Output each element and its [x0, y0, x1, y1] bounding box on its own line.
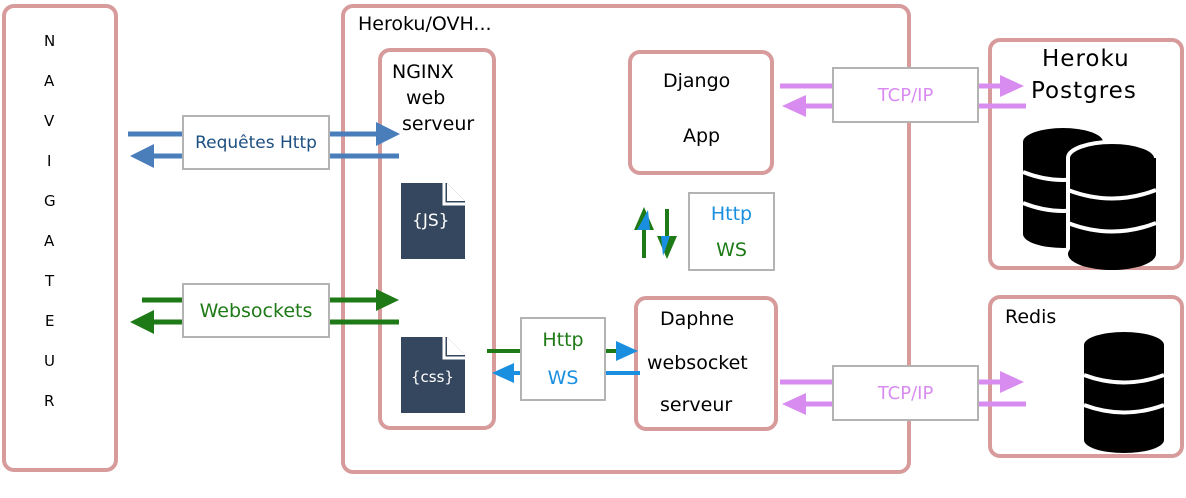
nginx-web: web	[406, 87, 446, 109]
daphne-title: Daphne	[660, 308, 735, 330]
css-file-icon: {css}	[401, 337, 465, 413]
nav-letter: A	[44, 72, 55, 90]
websockets-text: Websockets	[199, 299, 313, 322]
django-box	[628, 50, 774, 175]
nav-letter: R	[44, 392, 55, 410]
django-daphne-protocol-label: Http WS	[688, 192, 775, 271]
host-title: Heroku/OVH...	[358, 13, 492, 35]
nginx-serveur: serveur	[402, 113, 475, 135]
tcp-ip-top-label: TCP/IP	[832, 67, 979, 123]
css-file-label: {css}	[411, 368, 454, 386]
nav-letter: N	[44, 32, 56, 50]
nav-letter: V	[44, 112, 55, 130]
nav-letter: U	[44, 352, 55, 370]
nginx-daphne-protocol-label: Http WS	[520, 317, 606, 401]
redis-title: Redis	[1005, 306, 1057, 328]
tcp-ip-bottom-label: TCP/IP	[832, 365, 979, 421]
daphne-box	[634, 296, 778, 431]
daphne-serveur: serveur	[660, 394, 733, 416]
navigateur-box	[2, 4, 118, 472]
mid-ws-text: WS	[716, 238, 747, 261]
nav-letter: T	[45, 272, 55, 290]
nginx-title: NGINX	[392, 61, 454, 83]
tcp-ip-bottom-text: TCP/IP	[877, 382, 934, 404]
nav-letter: E	[45, 312, 55, 330]
tcp-ip-top-text: TCP/IP	[877, 84, 934, 106]
django-title: Django	[663, 70, 731, 92]
requetes-http-text: Requêtes Http	[195, 132, 317, 153]
low-ws-text: WS	[547, 367, 579, 389]
postgres-title: Heroku	[1042, 46, 1130, 72]
websockets-label: Websockets	[182, 283, 330, 338]
nav-letter: I	[47, 152, 52, 170]
database-icon	[1083, 332, 1165, 453]
django-daphne-arrows	[634, 207, 677, 259]
requetes-http-label: Requêtes Http	[182, 115, 330, 170]
daphne-websocket: websocket	[647, 352, 748, 374]
js-file-label: {JS}	[412, 211, 450, 231]
django-app: App	[683, 125, 721, 147]
js-file-icon: {JS}	[401, 183, 465, 259]
database-icon	[1066, 140, 1158, 270]
low-http-text: Http	[542, 329, 584, 351]
nav-letter: G	[44, 192, 56, 210]
nav-letter: A	[44, 232, 55, 250]
postgres-subtitle: Postgres	[1031, 78, 1137, 104]
mid-http-text: Http	[710, 202, 753, 225]
